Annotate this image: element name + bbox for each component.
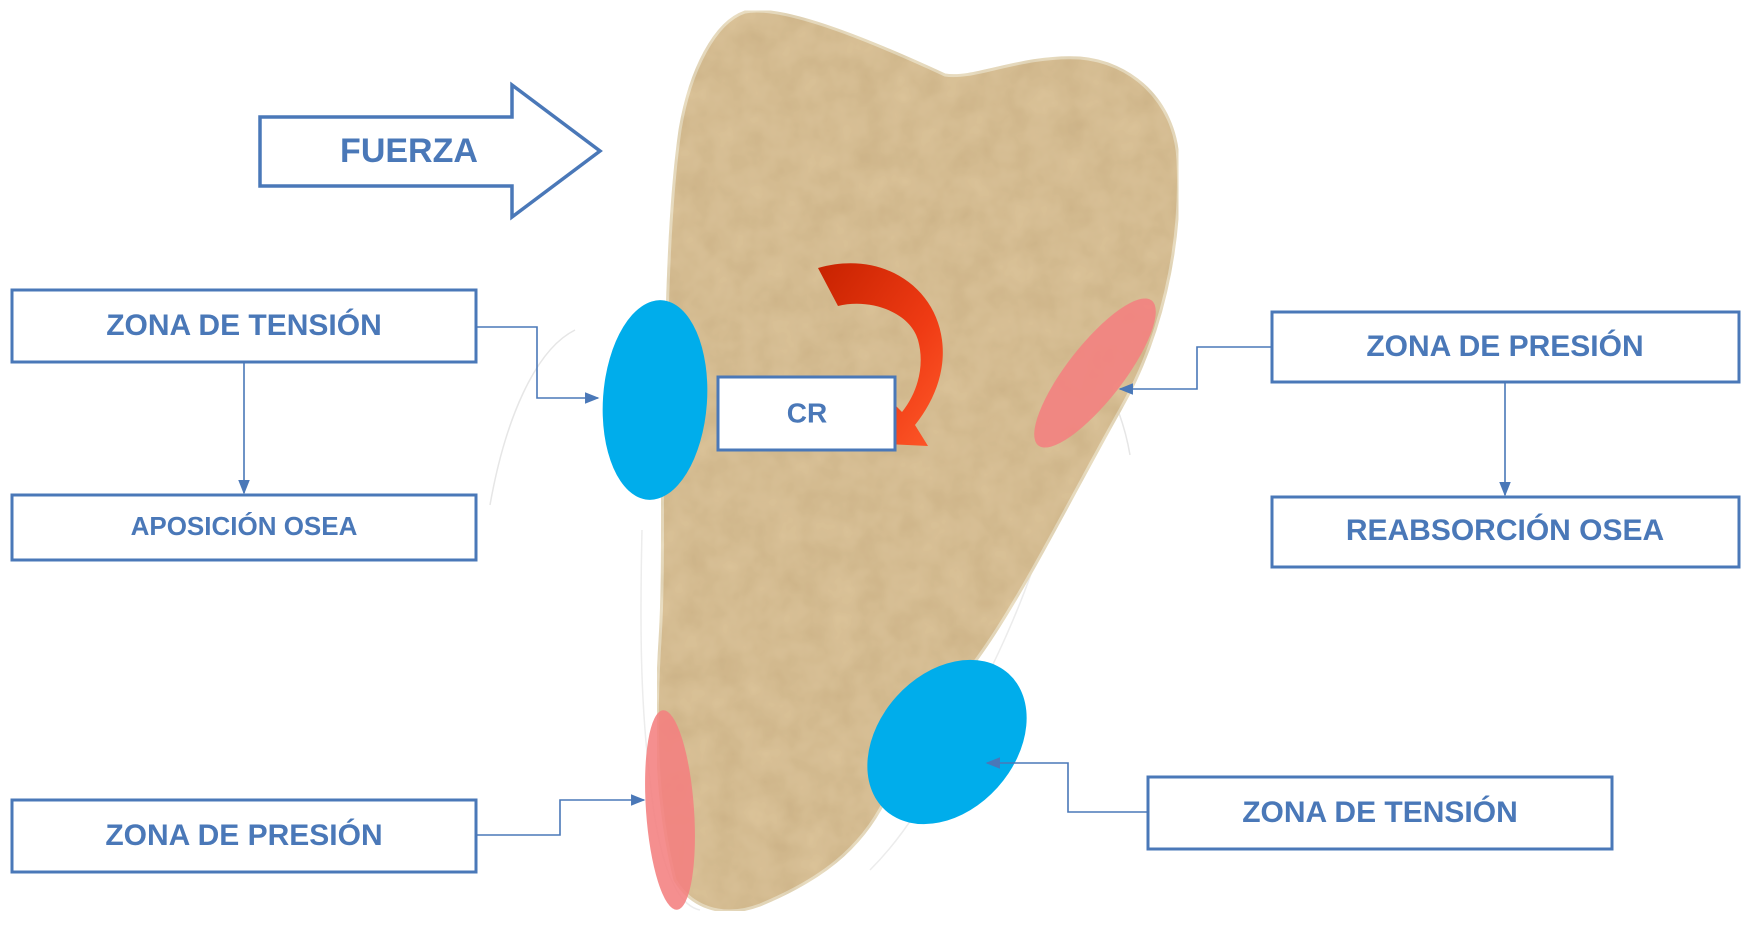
- tension-zone-upper-left-label: ZONA DE TENSIÓN: [106, 308, 382, 342]
- bone-resorption-label: REABSORCIÓN OSEA: [1346, 513, 1664, 547]
- connector-tension-lower-right: [987, 763, 1148, 812]
- pressure-zone-lower-left-label: ZONA DE PRESIÓN: [105, 818, 382, 852]
- connector-pressure-lower-left: [476, 800, 644, 835]
- tension-zone-lower-right-label: ZONA DE TENSIÓN: [1242, 795, 1518, 829]
- bone-apposition-label: APOSICIÓN OSEA: [131, 511, 358, 541]
- force-label: FUERZA: [340, 132, 478, 170]
- connector-tension-upper-left: [476, 327, 598, 398]
- center-of-resistance-label: CR: [787, 397, 827, 428]
- pressure-zone-upper-right-label: ZONA DE PRESIÓN: [1366, 329, 1643, 363]
